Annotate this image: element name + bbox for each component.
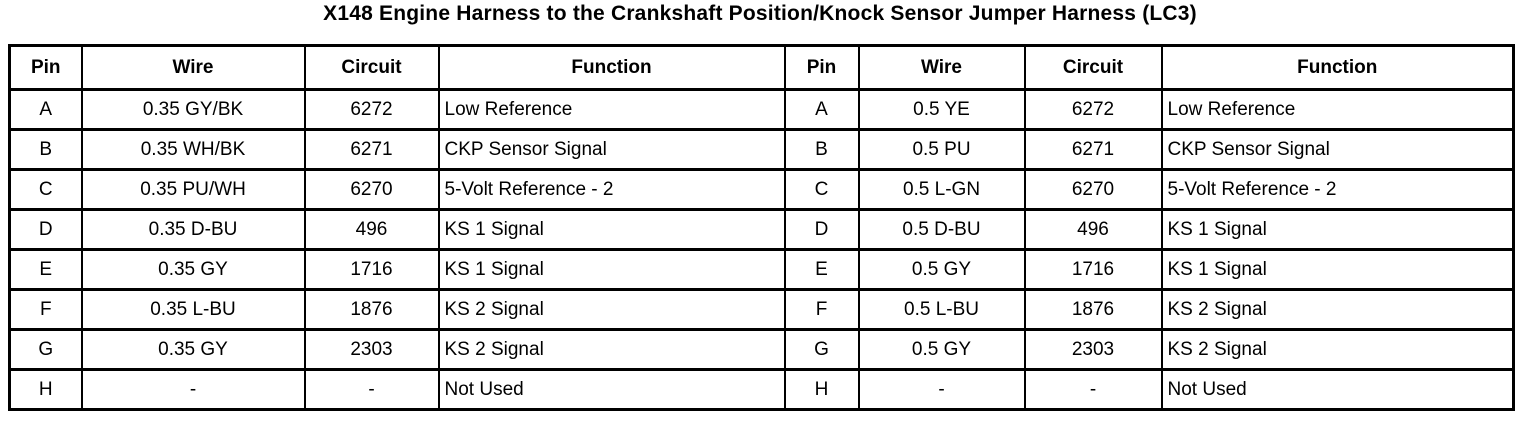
- column-header-function: Function: [437, 44, 786, 91]
- pin-cell: F: [8, 288, 83, 331]
- circuit-cell: 2303: [303, 328, 440, 371]
- wire-cell: 0.35 L-BU: [80, 288, 306, 331]
- pin-cell: F: [783, 288, 860, 331]
- wire-cell: 0.5 L-GN: [857, 168, 1026, 211]
- wire-cell: 0.35 PU/WH: [80, 168, 306, 211]
- wire-cell: 0.5 GY: [857, 248, 1026, 291]
- circuit-cell: 6272: [303, 88, 440, 131]
- wire-cell: 0.5 YE: [857, 88, 1026, 131]
- circuit-cell: 1716: [303, 248, 440, 291]
- pin-cell: G: [8, 328, 83, 371]
- function-cell: KS 2 Signal: [437, 328, 786, 371]
- pin-cell: D: [783, 208, 860, 251]
- function-cell: KS 1 Signal: [437, 208, 786, 251]
- circuit-cell: -: [1023, 368, 1163, 411]
- circuit-cell: 6270: [1023, 168, 1163, 211]
- pin-cell: C: [8, 168, 83, 211]
- function-cell: Low Reference: [1160, 88, 1515, 131]
- pin-cell: H: [783, 368, 860, 411]
- circuit-cell: 1876: [303, 288, 440, 331]
- function-cell: Not Used: [1160, 368, 1515, 411]
- function-cell: KS 1 Signal: [1160, 208, 1515, 251]
- circuit-cell: 2303: [1023, 328, 1163, 371]
- column-header-circuit: Circuit: [303, 44, 440, 91]
- pin-cell: C: [783, 168, 860, 211]
- function-cell: 5-Volt Reference - 2: [437, 168, 786, 211]
- wire-cell: 0.5 D-BU: [857, 208, 1026, 251]
- circuit-cell: 496: [1023, 208, 1163, 251]
- column-header-pin: Pin: [783, 44, 860, 91]
- wire-cell: 0.35 GY: [80, 328, 306, 371]
- wire-cell: 0.5 GY: [857, 328, 1026, 371]
- circuit-cell: 496: [303, 208, 440, 251]
- column-header-function: Function: [1160, 44, 1515, 91]
- circuit-cell: 6271: [303, 128, 440, 171]
- pin-cell: G: [783, 328, 860, 371]
- circuit-cell: 6272: [1023, 88, 1163, 131]
- column-header-circuit: Circuit: [1023, 44, 1163, 91]
- wire-cell: 0.35 D-BU: [80, 208, 306, 251]
- circuit-cell: 1716: [1023, 248, 1163, 291]
- pin-cell: A: [8, 88, 83, 131]
- wire-cell: 0.35 GY: [80, 248, 306, 291]
- pin-cell: B: [8, 128, 83, 171]
- function-cell: KS 1 Signal: [437, 248, 786, 291]
- table-title: X148 Engine Harness to the Crankshaft Po…: [323, 2, 1197, 25]
- column-header-wire: Wire: [857, 44, 1026, 91]
- function-cell: KS 2 Signal: [1160, 328, 1515, 371]
- function-cell: KS 1 Signal: [1160, 248, 1515, 291]
- wire-cell: 0.5 PU: [857, 128, 1026, 171]
- circuit-cell: 1876: [1023, 288, 1163, 331]
- function-cell: 5-Volt Reference - 2: [1160, 168, 1515, 211]
- pin-cell: B: [783, 128, 860, 171]
- function-cell: KS 2 Signal: [1160, 288, 1515, 331]
- function-cell: KS 2 Signal: [437, 288, 786, 331]
- column-header-pin: Pin: [8, 44, 83, 91]
- wire-cell: 0.35 GY/BK: [80, 88, 306, 131]
- wire-cell: 0.35 WH/BK: [80, 128, 306, 171]
- pin-cell: E: [783, 248, 860, 291]
- wire-cell: -: [857, 368, 1026, 411]
- pin-cell: D: [8, 208, 83, 251]
- pin-cell: H: [8, 368, 83, 411]
- pin-cell: E: [8, 248, 83, 291]
- wire-cell: 0.5 L-BU: [857, 288, 1026, 331]
- function-cell: Not Used: [437, 368, 786, 411]
- function-cell: CKP Sensor Signal: [1160, 128, 1515, 171]
- circuit-cell: -: [303, 368, 440, 411]
- function-cell: Low Reference: [437, 88, 786, 131]
- circuit-cell: 6271: [1023, 128, 1163, 171]
- circuit-cell: 6270: [303, 168, 440, 211]
- column-header-wire: Wire: [80, 44, 306, 91]
- function-cell: CKP Sensor Signal: [437, 128, 786, 171]
- wire-cell: -: [80, 368, 306, 411]
- pin-cell: A: [783, 88, 860, 131]
